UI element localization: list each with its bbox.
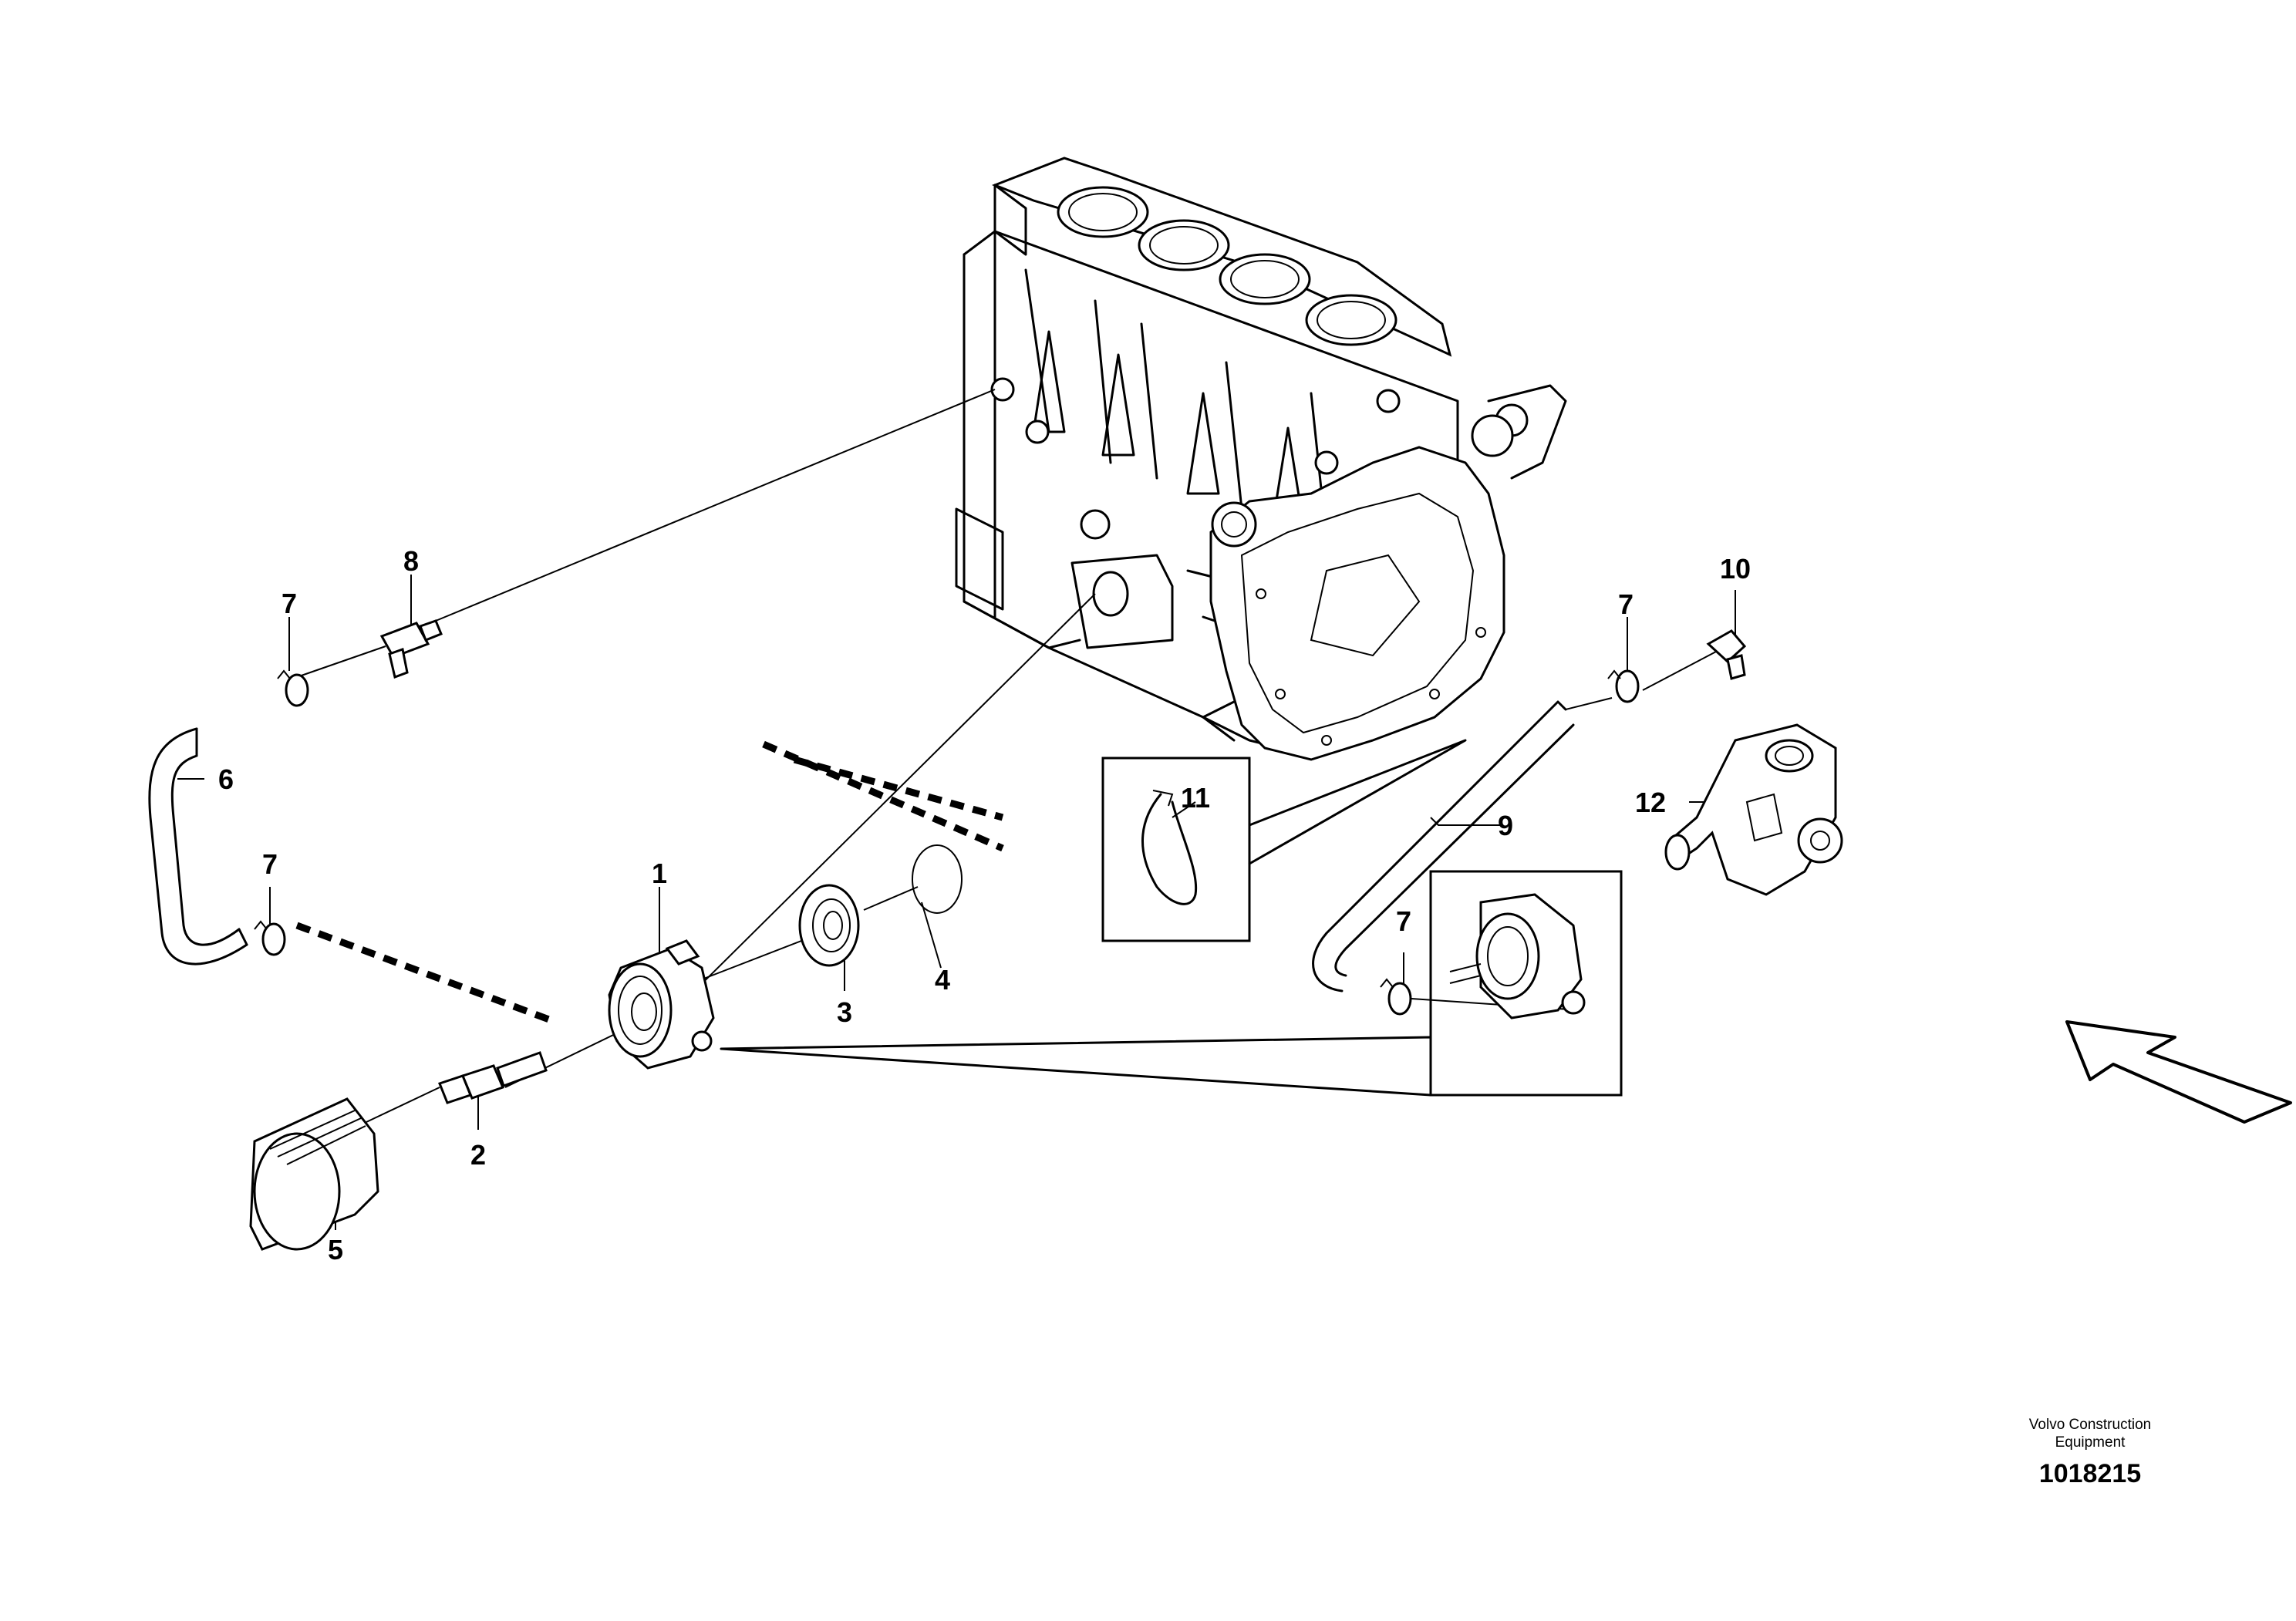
- detail-box-strap: [1101, 757, 1251, 942]
- clamp-7-detail: [1380, 978, 1412, 1016]
- oil-filter-5: [249, 1097, 379, 1251]
- footer-block: Volvo Construction Equipment 1018215: [1974, 1416, 2206, 1489]
- detail-box-oil-cooler: [1429, 870, 1623, 1097]
- callout-10: 10: [1720, 553, 1751, 585]
- callout-1: 1: [652, 858, 667, 889]
- elbow-10: [1706, 629, 1747, 680]
- seal-3: [798, 884, 860, 967]
- clamp-7-upper-left: [277, 669, 309, 707]
- callout-12: 12: [1635, 787, 1666, 818]
- clamp-7-lower-left: [254, 920, 286, 956]
- callout-3: 3: [837, 996, 852, 1028]
- o-ring-4: [912, 844, 963, 914]
- dashed-lines: [295, 740, 1004, 1026]
- callout-4: 4: [935, 964, 950, 996]
- callout-5: 5: [328, 1234, 343, 1265]
- fitting-8: [379, 619, 443, 679]
- nipple-2: [438, 1051, 548, 1104]
- callout-11: 11: [1181, 782, 1210, 814]
- callout-2: 2: [470, 1139, 486, 1171]
- callout-9: 9: [1498, 810, 1513, 841]
- callout-7-upper-left: 7: [282, 588, 297, 619]
- oil-cooler-1: [608, 939, 715, 1070]
- water-pump-12: [1664, 723, 1843, 896]
- hose-6: [148, 727, 248, 966]
- maker-line-1: Volvo Construction: [2028, 1417, 2152, 1433]
- callout-7-detail: 7: [1396, 905, 1411, 937]
- direction-arrow: [2065, 1020, 2292, 1124]
- callout-7-lower-left: 7: [262, 848, 278, 880]
- callout-8: 8: [403, 545, 419, 577]
- hose-9: [1312, 700, 1575, 992]
- callout-6: 6: [218, 763, 234, 795]
- engine-block: [955, 157, 1567, 761]
- clamp-7-right: [1607, 669, 1640, 703]
- callout-7-right: 7: [1618, 588, 1633, 620]
- document-number: 1018215: [2038, 1459, 2142, 1488]
- maker-line-2: Equipment: [2055, 1434, 2126, 1451]
